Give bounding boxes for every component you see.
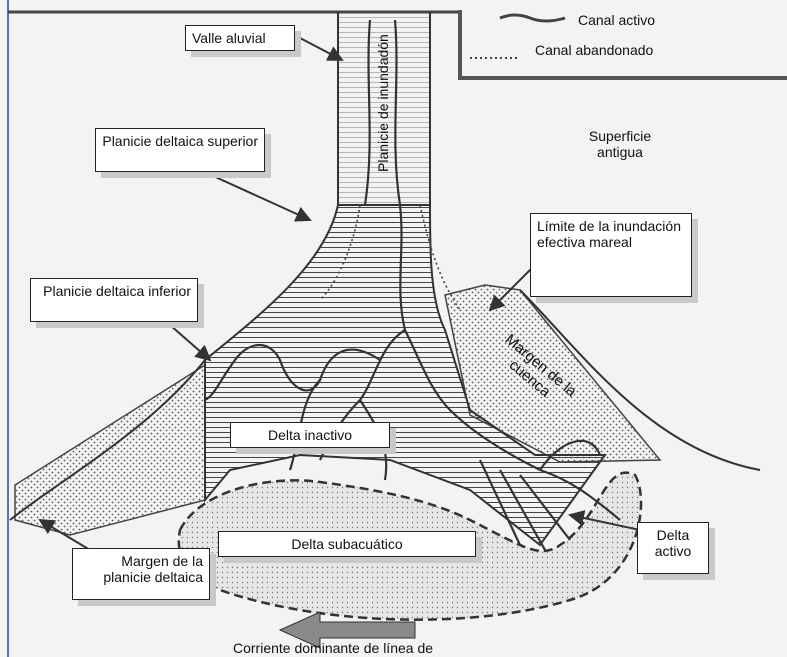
label-longshore-current: Corriente dominante de línea de (233, 640, 433, 656)
label-floodplain: Planicie de inundadón (375, 18, 391, 188)
label-alluvial-valley: Valle aluvial (185, 25, 295, 51)
label-upper-delta-plain: Planicie deltaica superior (95, 128, 265, 172)
label-delta-plain-margin: Margen de la planicie deltaica (72, 548, 210, 600)
active-channel-swatch (500, 15, 565, 21)
label-inactive-delta: Delta inactivo (230, 422, 390, 448)
label-active-delta: Delta activo (637, 522, 709, 574)
legend-abandoned-channel: Canal abandonado (535, 42, 653, 58)
label-tidal-limit: Límite de la inundación efectiva mareal (530, 213, 692, 297)
label-lower-delta-plain: Planicie deltaica inferior (30, 278, 198, 322)
label-subaqueous-delta: Delta subacuático (218, 531, 476, 557)
legend-active-channel: Canal activo (578, 12, 655, 28)
label-old-surface: Superficie antigua (565, 128, 675, 160)
